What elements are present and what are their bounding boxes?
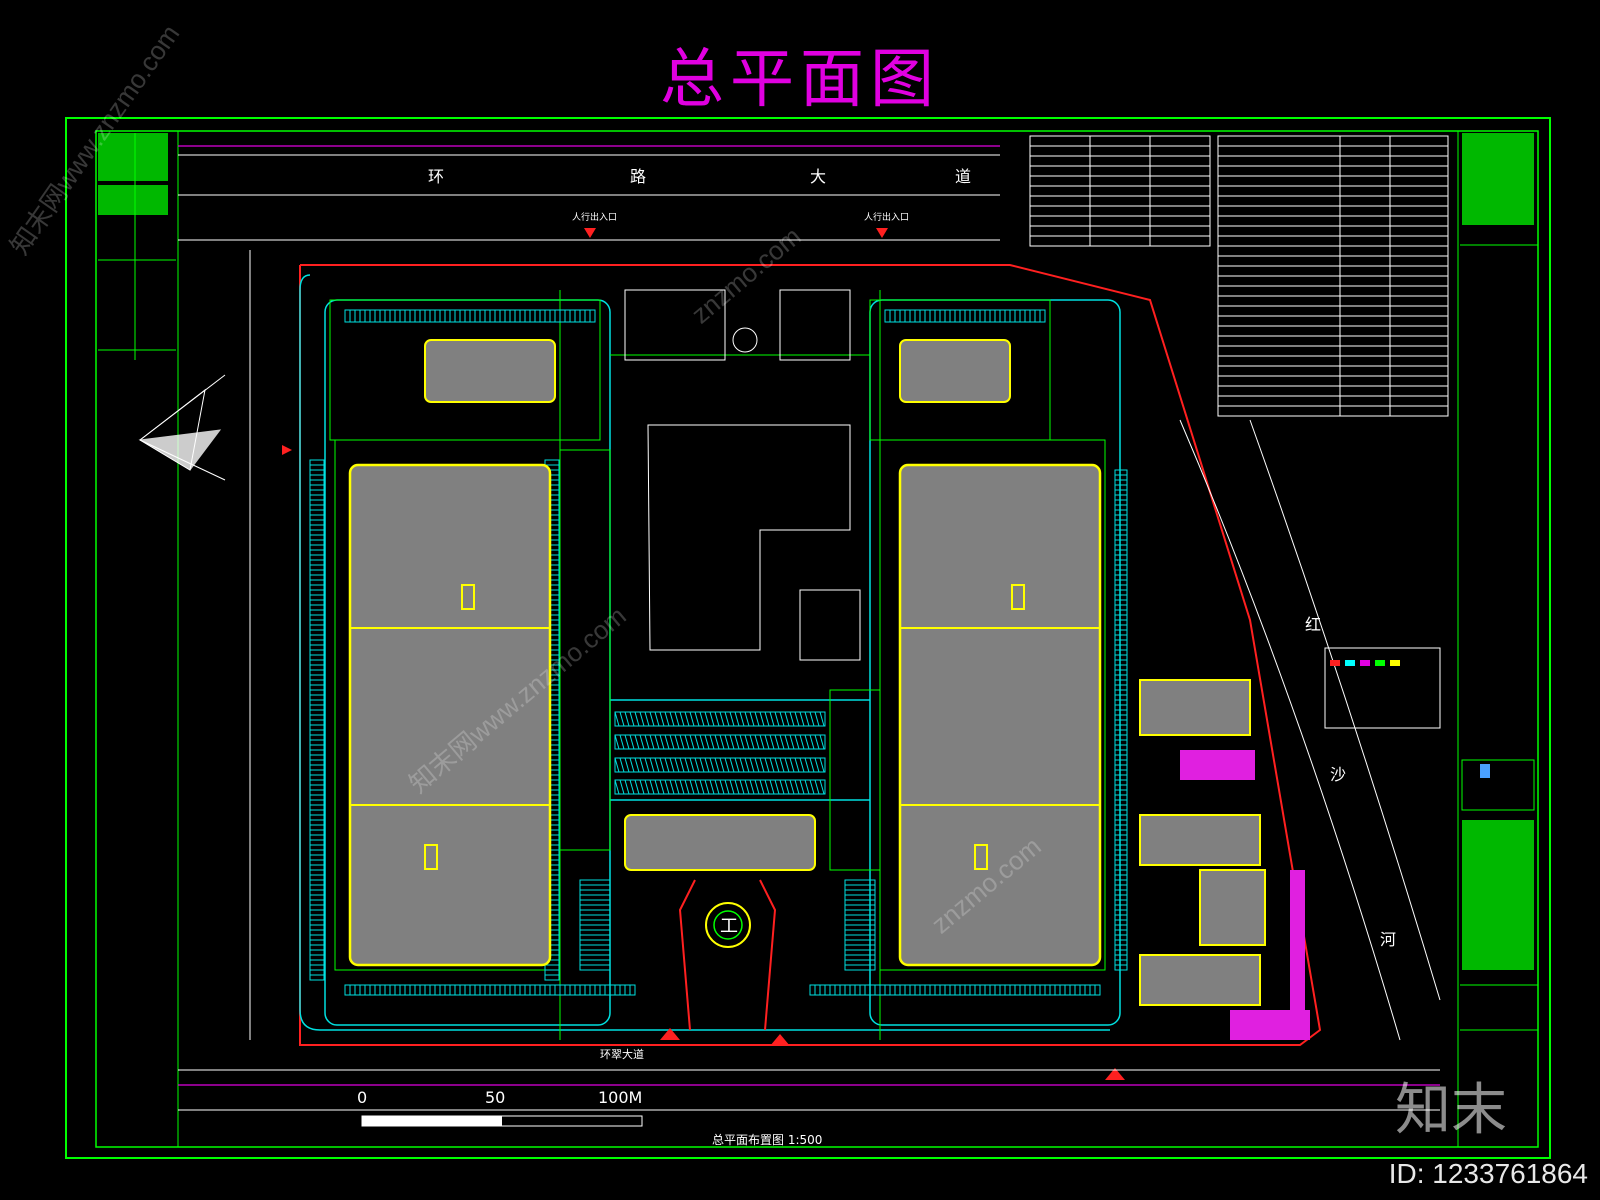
outer-frame [65, 117, 1551, 1159]
site-linework [329, 290, 1106, 1040]
gate-badge: 工 [720, 916, 738, 937]
scale-tick: 0 [357, 1088, 367, 1107]
parking-strip [344, 984, 636, 996]
street-lines [178, 154, 1441, 1111]
parking-strip [344, 309, 596, 323]
parking-strip [884, 309, 1046, 323]
building-b [898, 463, 1102, 967]
entrance-markers [282, 228, 1125, 1080]
building-c [424, 339, 556, 403]
parking-strip [844, 879, 876, 971]
scale-tick: 50 [485, 1088, 505, 1107]
central-parking [614, 711, 826, 795]
site-boundary [299, 264, 1322, 1046]
parking-strip [1114, 469, 1128, 971]
scale-tick: 100M [598, 1088, 642, 1107]
road-label: 环翠大道 [600, 1047, 644, 1061]
road-label: 环 [428, 167, 444, 186]
road-label: 红 [1305, 615, 1321, 634]
building-f [1139, 679, 1266, 1006]
entrance-marker-icon [584, 228, 596, 238]
parking-row [614, 757, 826, 773]
road-labels: 环 路 大 道 沙 河 红 环翠大道 [428, 167, 1396, 1061]
drawing-title: 总平面图 [660, 43, 940, 117]
scale-caption: 总平面布置图 1:500 [712, 1133, 822, 1147]
road-label: 路 [630, 167, 646, 186]
parking-strip [809, 984, 1101, 996]
parking-row [614, 734, 826, 750]
parking-strip [309, 459, 325, 981]
landscape-fills [1180, 750, 1310, 1040]
existing-buildings [624, 289, 861, 661]
left-title-block [95, 130, 179, 1148]
building-a [348, 463, 552, 967]
parking-strip [579, 879, 611, 971]
north-arrow-icon [138, 374, 226, 481]
parking-row [614, 711, 826, 727]
parking-row [614, 779, 826, 795]
street-lines-magenta [178, 145, 1440, 1086]
road-label: 道 [955, 167, 971, 186]
building-e [624, 814, 816, 871]
road-label: 大 [810, 167, 826, 186]
entrance-marker-icon [876, 228, 888, 238]
right-title-block [1457, 130, 1539, 1148]
data-tables [1029, 135, 1449, 417]
main-gate: 工 [678, 879, 777, 1031]
building-d [899, 339, 1011, 403]
scale-bar: 0 50 100M 总平面布置图 1:500 [357, 1088, 822, 1147]
entrance-label: 人行出入口 [864, 211, 909, 223]
legend-box [1324, 647, 1441, 729]
road-label: 河 [1380, 930, 1396, 949]
road-label: 沙 [1330, 765, 1346, 784]
brand-logo: 知末 [1395, 1078, 1507, 1143]
entrance-label: 人行出入口 [572, 211, 617, 223]
id-label: ID: 1233761864 [1388, 1158, 1588, 1189]
